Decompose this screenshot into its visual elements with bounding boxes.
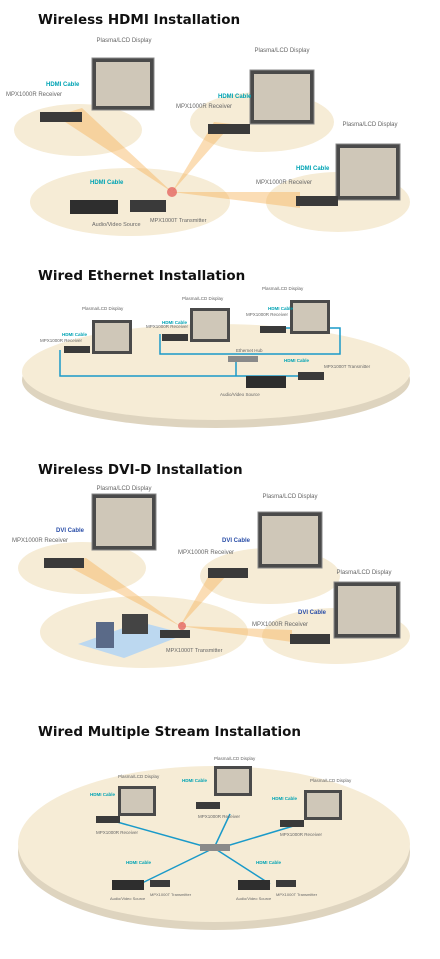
receiver-label: MPX1000R Receiver [176, 104, 232, 110]
display-label: Plasma/LCD Display [214, 756, 256, 761]
wireless-signal-icon [167, 187, 177, 197]
av-source-device [112, 880, 144, 890]
display-label: Plasma/LCD Display [96, 486, 151, 492]
cable-label: HDMI Cable [62, 332, 88, 337]
plasma-display [92, 58, 154, 110]
av-source-device [246, 376, 286, 388]
receiver-label: MPX1000R Receiver [252, 622, 308, 628]
plasma-display [334, 582, 400, 638]
receiver-device [64, 346, 90, 353]
transmitter-device [160, 630, 190, 638]
cable-label: HDMI Cable [162, 320, 188, 325]
wired-multiple-stream-diagram: Plasma/LCD Display Plasma/LCD Display Pl… [0, 724, 440, 948]
plasma-display [190, 308, 230, 342]
transmitter-label: MPX1000T Transmitter [324, 364, 371, 369]
display-label: Plasma/LCD Display [96, 38, 151, 44]
display-label: Plasma/LCD Display [82, 306, 124, 311]
display-label: Plasma/LCD Display [254, 48, 309, 54]
panel-wireless-hdmi: Wireless HDMI Installation Plasma/LCD Di… [0, 12, 440, 252]
cable-label: HDMI Cable [126, 860, 152, 865]
cable-label: HDMI Cable [296, 166, 330, 172]
receiver-device [208, 124, 250, 134]
source-label: Audio/Video Source [110, 896, 146, 901]
transmitter-device [130, 200, 166, 212]
plasma-display [258, 512, 322, 568]
display-label: Plasma/LCD Display [118, 774, 160, 779]
plasma-display [92, 494, 156, 550]
receiver-device [260, 326, 286, 333]
cable-label: DVI Cable [56, 528, 85, 534]
receiver-device [208, 568, 248, 578]
av-source-device [238, 880, 270, 890]
receiver-label: MPX1000R Receiver [6, 92, 62, 98]
computer-tower [96, 622, 114, 648]
receiver-device [96, 816, 120, 823]
cable-label: HDMI Cable [182, 778, 208, 783]
receiver-label: MPX1000R Receiver [246, 312, 289, 317]
display-label: Plasma/LCD Display [262, 286, 304, 291]
plasma-display [250, 70, 314, 124]
cable-label: HDMI Cable [46, 82, 80, 88]
cable-label: HDMI Cable [256, 860, 282, 865]
receiver-device [280, 820, 304, 827]
wireless-signal-icon [178, 622, 186, 630]
display-label: Plasma/LCD Display [262, 494, 317, 500]
receiver-device [44, 558, 84, 568]
plasma-display [290, 300, 330, 334]
receiver-device [162, 334, 188, 341]
receiver-label: MPX1000R Receiver [178, 550, 234, 556]
plasma-display [118, 786, 156, 816]
source-label: Audio/Video Source [236, 896, 272, 901]
transmitter-device [298, 372, 324, 380]
cable-label: DVI Cable [298, 610, 327, 616]
wireless-hdmi-diagram: Plasma/LCD Display Plasma/LCD Display Pl… [0, 12, 440, 252]
receiver-device [196, 802, 220, 809]
display-label: Plasma/LCD Display [342, 122, 397, 128]
transmitter-label: MPX1000T Transmitter [276, 892, 318, 897]
wireless-dvi-diagram: Plasma/LCD Display Plasma/LCD Display Pl… [0, 462, 440, 702]
receiver-label: MPX1000R Receiver [280, 832, 323, 837]
cable-label: HDMI Cable [90, 792, 116, 797]
source-label: Audio/Video Source [220, 392, 260, 397]
transmitter-label: MPX1000T Transmitter [150, 892, 192, 897]
receiver-device [290, 634, 330, 644]
transmitter-label: MPX1000T Transmitter [150, 218, 207, 224]
receiver-label: MPX1000R Receiver [12, 538, 68, 544]
receiver-label: MPX1000R Receiver [198, 814, 241, 819]
ethernet-hub-device [228, 356, 258, 362]
source-label: Audio/Video Source [92, 222, 141, 228]
receiver-label: MPX1000R Receiver [256, 180, 312, 186]
av-source-device [70, 200, 118, 214]
cable-label: DVI Cable [222, 538, 251, 544]
receiver-device [296, 196, 338, 206]
plasma-display [336, 144, 400, 200]
panel-wired-ethernet: Wired Ethernet Installation Plasma/LCD D… [0, 268, 440, 448]
display-label: Plasma/LCD Display [310, 778, 352, 783]
transmitter-label: MPX1000T Transmitter [166, 648, 223, 654]
receiver-label: MPX1000R Receiver [40, 338, 83, 343]
wired-ethernet-diagram: Plasma/LCD Display Plasma/LCD Display Pl… [0, 268, 440, 448]
plasma-display [92, 320, 132, 354]
plasma-display [214, 766, 252, 796]
hub-label: Ethernet Hub [236, 348, 263, 353]
display-label: Plasma/LCD Display [182, 296, 224, 301]
receiver-label: MPX1000R Receiver [96, 830, 139, 835]
cable-label: HDMI Cable [218, 94, 252, 100]
cable-label: HDMI Cable [284, 358, 310, 363]
receiver-device [40, 112, 82, 122]
computer-monitor [122, 614, 148, 634]
cable-label: HDMI Cable [268, 306, 294, 311]
transmitter-device [276, 880, 296, 887]
panel-wired-multiple-stream: Wired Multiple Stream Installation Plasm… [0, 724, 440, 948]
transmitter-device [150, 880, 170, 887]
display-label: Plasma/LCD Display [336, 570, 391, 576]
cable-label: HDMI Cable [272, 796, 298, 801]
panel-wireless-dvi: Wireless DVI-D Installation Plasma/LCD D… [0, 462, 440, 702]
plasma-display [304, 790, 342, 820]
ethernet-hub-device [200, 844, 230, 851]
cable-label: HDMI Cable [90, 180, 124, 186]
